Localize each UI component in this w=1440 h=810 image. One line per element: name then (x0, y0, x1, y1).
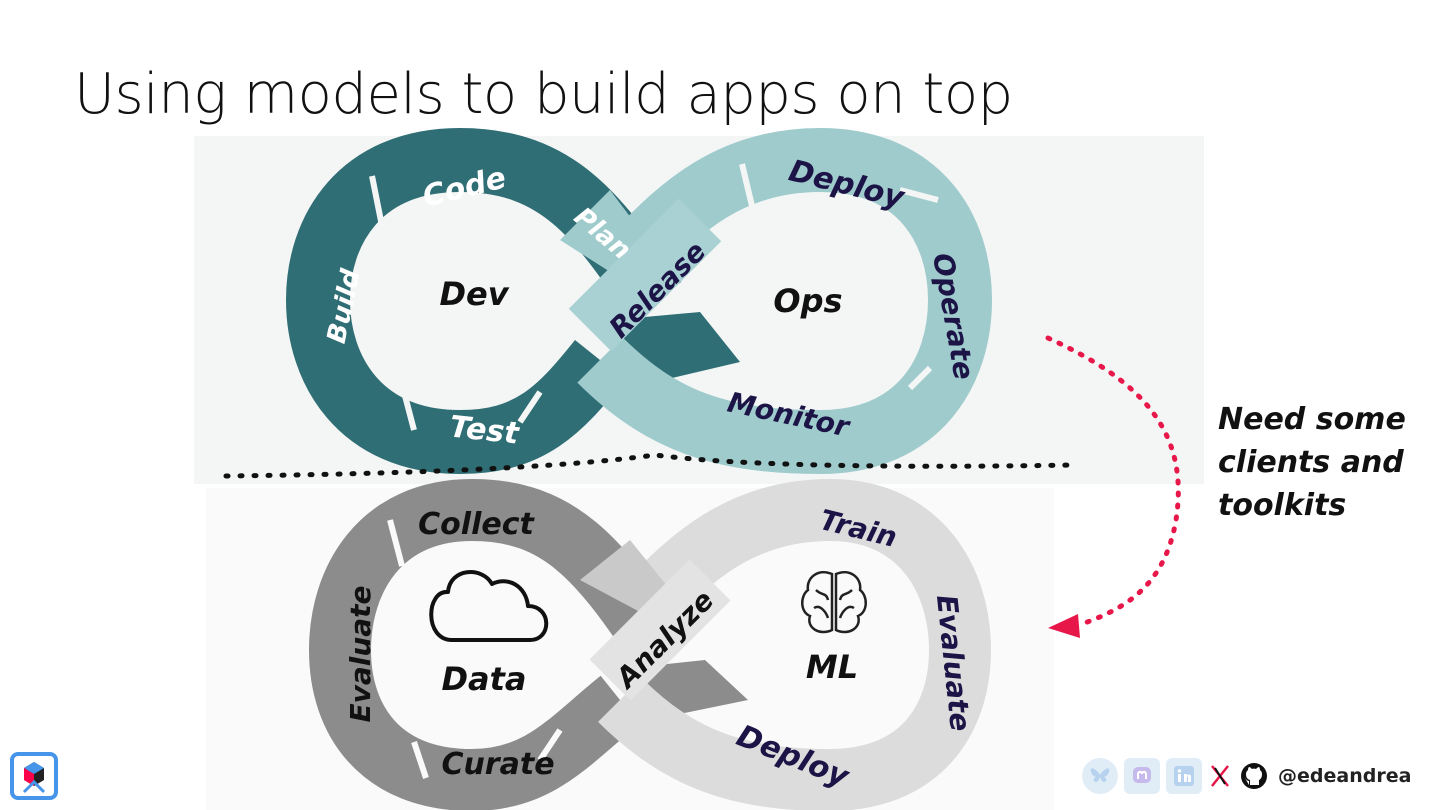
linkedin-icon[interactable] (1166, 758, 1202, 794)
note-line: clients and (1218, 445, 1404, 480)
section-divider (223, 452, 1078, 479)
brand-logo-icon (10, 752, 58, 800)
note-line: Need some (1218, 402, 1406, 437)
footer-social: @edeandrea (1082, 756, 1411, 796)
stage-collect: Collect (418, 507, 535, 542)
stage-evaluate-data: Evaluate (344, 585, 377, 722)
ops-label: Ops (773, 282, 842, 320)
side-note: Need some clients and toolkits (1218, 398, 1428, 527)
ml-label: ML (806, 648, 858, 686)
x-icon[interactable] (1208, 758, 1232, 794)
github-icon[interactable] (1238, 758, 1270, 794)
stage-test: Test (448, 409, 522, 451)
cloud-icon (429, 570, 549, 642)
devops-loop: Code Plan Build Test Release Deploy Oper… (194, 127, 1204, 484)
note-line: toolkits (1218, 488, 1347, 523)
author-handle[interactable]: @edeandrea (1278, 765, 1412, 787)
brain-icon (801, 571, 867, 634)
mlops-loop: Collect Evaluate Curate Analyze Train Ev… (206, 478, 1054, 810)
ml-ring (580, 478, 992, 810)
slide-title: Using models to build apps on top (74, 62, 1013, 127)
bluesky-icon[interactable] (1082, 758, 1118, 794)
dotted-arrow (1045, 335, 1181, 638)
data-label: Data (441, 660, 526, 698)
dev-ring (285, 127, 740, 475)
dev-label: Dev (439, 275, 509, 313)
mastodon-icon[interactable] (1124, 758, 1160, 794)
stage-curate: Curate (441, 747, 554, 782)
